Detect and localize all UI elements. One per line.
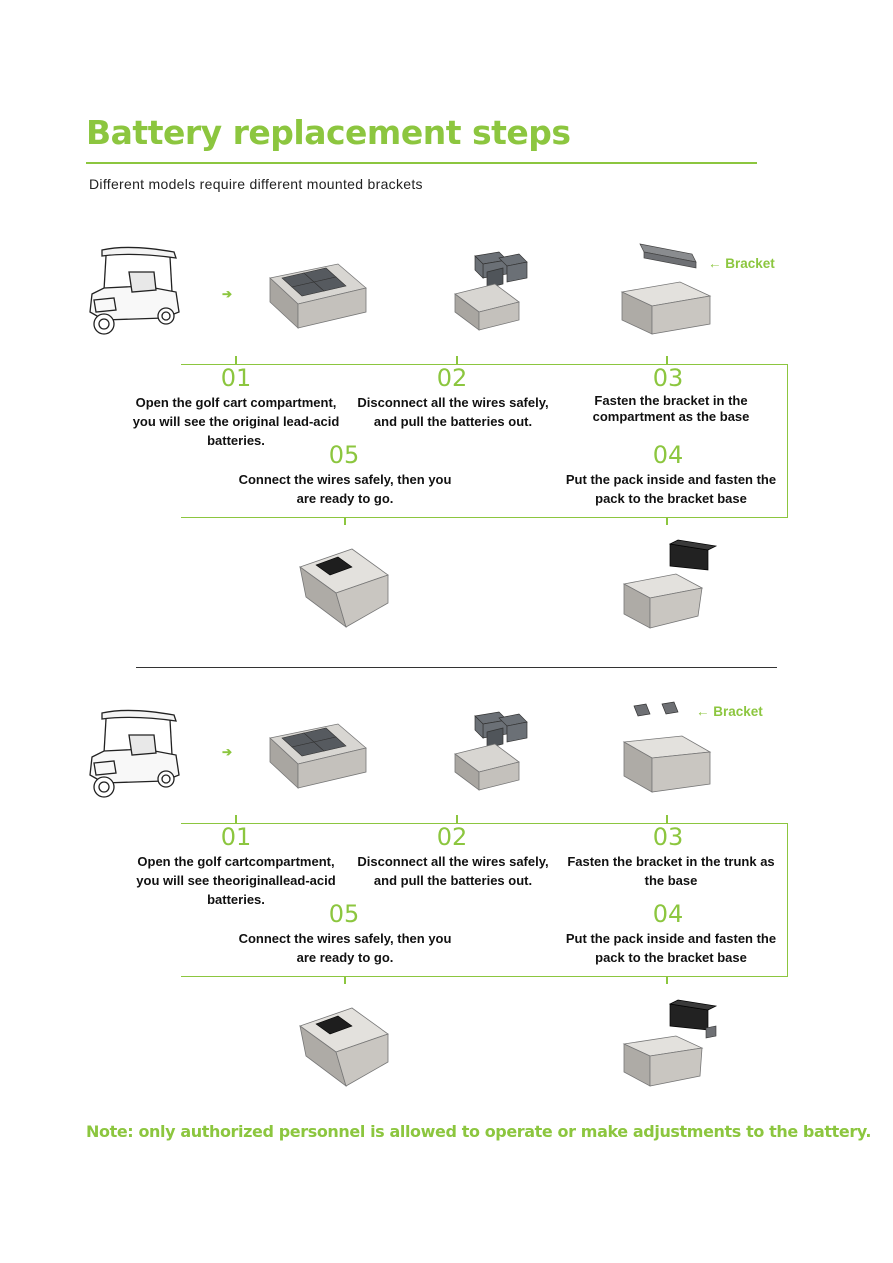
arrow-right-icon: ➔	[222, 287, 233, 301]
connector-tick	[666, 517, 668, 525]
connector-tick	[344, 517, 346, 525]
golf-cart-illustration	[89, 246, 180, 335]
step-02-text: Disconnect all the wires safely,and pull…	[357, 854, 549, 888]
page-subtitle: Different models require different mount…	[89, 176, 423, 192]
section-2: ➔ ← Bracket 01 Open	[0, 0, 893, 1088]
connector-tick	[456, 356, 458, 364]
step-01-text: Open the golf cartcompartment,you will s…	[136, 854, 336, 907]
batteries-removed-image	[454, 251, 528, 331]
step-01-text: Open the golf cart compartment,you will …	[132, 395, 340, 448]
step-04-number: 04	[652, 900, 684, 928]
connector-tick	[235, 815, 237, 823]
steps-panel	[181, 823, 788, 977]
bracket-compartment-image	[620, 243, 712, 335]
arrow-right-icon: ➔	[222, 745, 233, 759]
connector-tick	[456, 815, 458, 823]
arrow-left-icon: ←	[708, 256, 722, 271]
section-1: ➔ ← Bracket 01	[0, 0, 893, 629]
step-05-number: 05	[328, 441, 360, 469]
connector-tick	[666, 815, 668, 823]
connector-tick	[235, 356, 237, 364]
step-02-text: Disconnect all the wires safely,and pull…	[357, 395, 549, 429]
connector-tick	[666, 356, 668, 364]
safety-note: Note: only authorized personnel is allow…	[86, 1122, 872, 1141]
bracket-label-text: Bracket	[713, 704, 763, 719]
step-02-number: 02	[436, 823, 468, 851]
title-underline	[86, 162, 757, 164]
section-divider	[136, 667, 777, 668]
connector-tick	[344, 976, 346, 984]
pack-bracket-compartment-image	[622, 539, 718, 629]
pack-wired-compartment-image	[299, 548, 389, 629]
step-04-number: 04	[652, 441, 684, 469]
step-03-number: 03	[652, 364, 684, 392]
pack-wired-compartment-image	[299, 1007, 389, 1088]
steps-panel	[181, 364, 788, 518]
bracket-label-text: Bracket	[725, 256, 775, 271]
step-01-number: 01	[220, 823, 252, 851]
arrow-left-icon: ←	[696, 704, 710, 719]
connector-tick	[666, 976, 668, 984]
step-05-number: 05	[328, 900, 360, 928]
bracket-label: ← Bracket	[708, 256, 775, 271]
step-03-number: 03	[652, 823, 684, 851]
golf-cart-illustration	[89, 709, 180, 798]
step-01-number: 01	[220, 364, 252, 392]
pack-bracket-compartment-image	[622, 999, 718, 1087]
step-02-number: 02	[436, 364, 468, 392]
bracket-label: ← Bracket	[696, 704, 763, 719]
compartment-batteries-image	[269, 723, 367, 789]
batteries-removed-image	[454, 711, 528, 791]
compartment-batteries-image	[269, 263, 367, 329]
page-title: Battery replacement steps	[86, 113, 571, 152]
bracket-compartment-image	[622, 701, 712, 793]
